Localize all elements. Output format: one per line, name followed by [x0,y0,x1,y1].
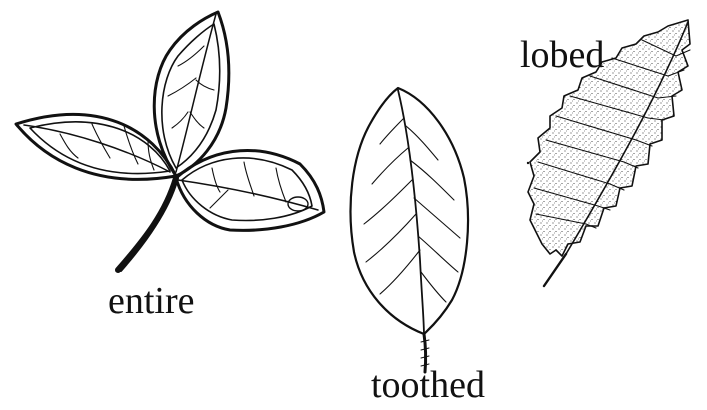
right-leaflet [176,150,324,230]
trifoliate-leaf [16,12,324,271]
ovate-leaf [351,88,468,372]
label-lobed: lobed [520,36,604,74]
label-toothed: toothed [371,366,485,404]
ovate-leaf-blade [351,88,468,334]
left-leaflet [16,114,176,179]
label-entire: entire [108,282,195,320]
stray-dot [527,162,529,164]
